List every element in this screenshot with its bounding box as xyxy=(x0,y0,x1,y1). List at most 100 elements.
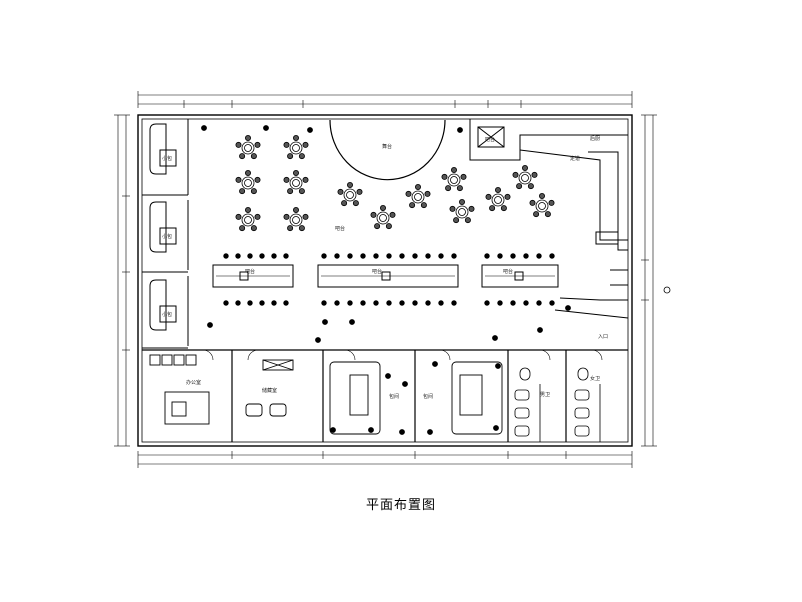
plant-symbol xyxy=(493,425,499,431)
table-cluster xyxy=(283,134,309,160)
label-private-a: 小包 xyxy=(162,155,172,162)
label-stage: 舞台 xyxy=(382,143,392,150)
chair xyxy=(259,300,265,306)
label-storage: 储藏室 xyxy=(262,387,277,394)
chair xyxy=(347,253,353,259)
label-counter-2: 吧台 xyxy=(485,136,495,143)
plant-symbol xyxy=(322,319,328,325)
table-cluster xyxy=(235,206,261,232)
label-private-b: 小包 xyxy=(162,233,172,240)
chair xyxy=(271,300,277,306)
chair xyxy=(386,253,392,259)
chair xyxy=(536,300,542,306)
chair xyxy=(283,300,289,306)
chair xyxy=(360,300,366,306)
chair xyxy=(399,253,405,259)
plant-symbol xyxy=(349,319,355,325)
plant-symbol xyxy=(492,335,498,341)
label-kitchen: 后厨 xyxy=(590,135,600,142)
chair xyxy=(399,300,405,306)
chair xyxy=(510,300,516,306)
label-bar-mid: 吧台 xyxy=(372,268,382,275)
table-cluster xyxy=(485,186,511,212)
plant-symbol xyxy=(537,327,543,333)
chair xyxy=(373,253,379,259)
chair xyxy=(386,300,392,306)
plant-symbol xyxy=(402,381,408,387)
dining-table-clusters xyxy=(235,134,555,232)
plant-symbol xyxy=(263,125,269,131)
label-vip-1: 包间 xyxy=(389,393,399,400)
chair xyxy=(247,300,253,306)
exterior-walls xyxy=(137,114,633,447)
label-bar-left: 吧台 xyxy=(245,268,255,275)
chair xyxy=(321,253,327,259)
label-vip-2: 包间 xyxy=(423,393,433,400)
chair xyxy=(523,253,529,259)
label-wc-m: 男卫 xyxy=(540,392,550,398)
plant-symbol xyxy=(432,361,438,367)
plant-symbol xyxy=(457,127,463,133)
bottom-rooms xyxy=(142,349,628,442)
label-corridor: 走道 xyxy=(570,155,580,162)
chair xyxy=(235,253,241,259)
chair xyxy=(271,253,277,259)
entrance-marker xyxy=(663,286,671,294)
chair xyxy=(497,300,503,306)
chair xyxy=(223,300,229,306)
chair xyxy=(484,300,490,306)
chair xyxy=(536,253,542,259)
chair xyxy=(334,300,340,306)
vip-room-furniture xyxy=(329,361,503,435)
plant-symbol xyxy=(307,127,313,133)
kitchen-block xyxy=(469,119,628,251)
label-counter-1: 吧台 xyxy=(335,225,345,232)
right-dimension-chain xyxy=(641,114,657,447)
table-cluster xyxy=(529,192,555,218)
label-private-c: 小包 xyxy=(162,311,172,318)
chair xyxy=(321,300,327,306)
chair xyxy=(438,253,444,259)
plant-symbol xyxy=(427,429,433,435)
table-cluster xyxy=(370,204,396,230)
chair xyxy=(549,300,555,306)
toilet-fixtures xyxy=(514,367,601,442)
chair xyxy=(283,253,289,259)
table-cluster xyxy=(235,134,261,160)
chair xyxy=(360,253,366,259)
label-entrance: 入口 xyxy=(598,334,608,340)
plant-symbol xyxy=(399,429,405,435)
plant-symbol xyxy=(207,322,213,328)
table-cluster xyxy=(283,206,309,232)
chair xyxy=(484,253,490,259)
plant-symbol xyxy=(565,305,571,311)
table-cluster xyxy=(512,164,538,190)
chair xyxy=(549,253,555,259)
chair xyxy=(347,300,353,306)
plant-symbol xyxy=(330,427,336,433)
room-labels: 舞台 吧台 吧台 吧台 后厨 走道 吧台 吧台 小包 小包 小包 办公室 储藏室… xyxy=(162,135,608,400)
table-cluster xyxy=(441,166,467,192)
chair xyxy=(497,253,503,259)
plant-symbol xyxy=(315,337,321,343)
chair xyxy=(247,253,253,259)
plant-symbol xyxy=(385,373,391,379)
chair xyxy=(451,253,457,259)
bottom-dimension-chain xyxy=(137,451,633,468)
top-dimension-chain xyxy=(137,91,633,108)
table-cluster xyxy=(235,169,261,195)
chair xyxy=(451,300,457,306)
plant-symbol xyxy=(201,125,207,131)
label-office: 办公室 xyxy=(186,379,201,386)
chair xyxy=(235,300,241,306)
chair xyxy=(412,300,418,306)
left-dimension-chain xyxy=(114,114,130,447)
bar-chairs xyxy=(201,125,571,435)
chair xyxy=(412,253,418,259)
office-furniture xyxy=(149,354,294,425)
table-cluster xyxy=(449,198,475,224)
chair xyxy=(523,300,529,306)
table-cluster xyxy=(283,169,309,195)
table-cluster xyxy=(405,183,431,209)
